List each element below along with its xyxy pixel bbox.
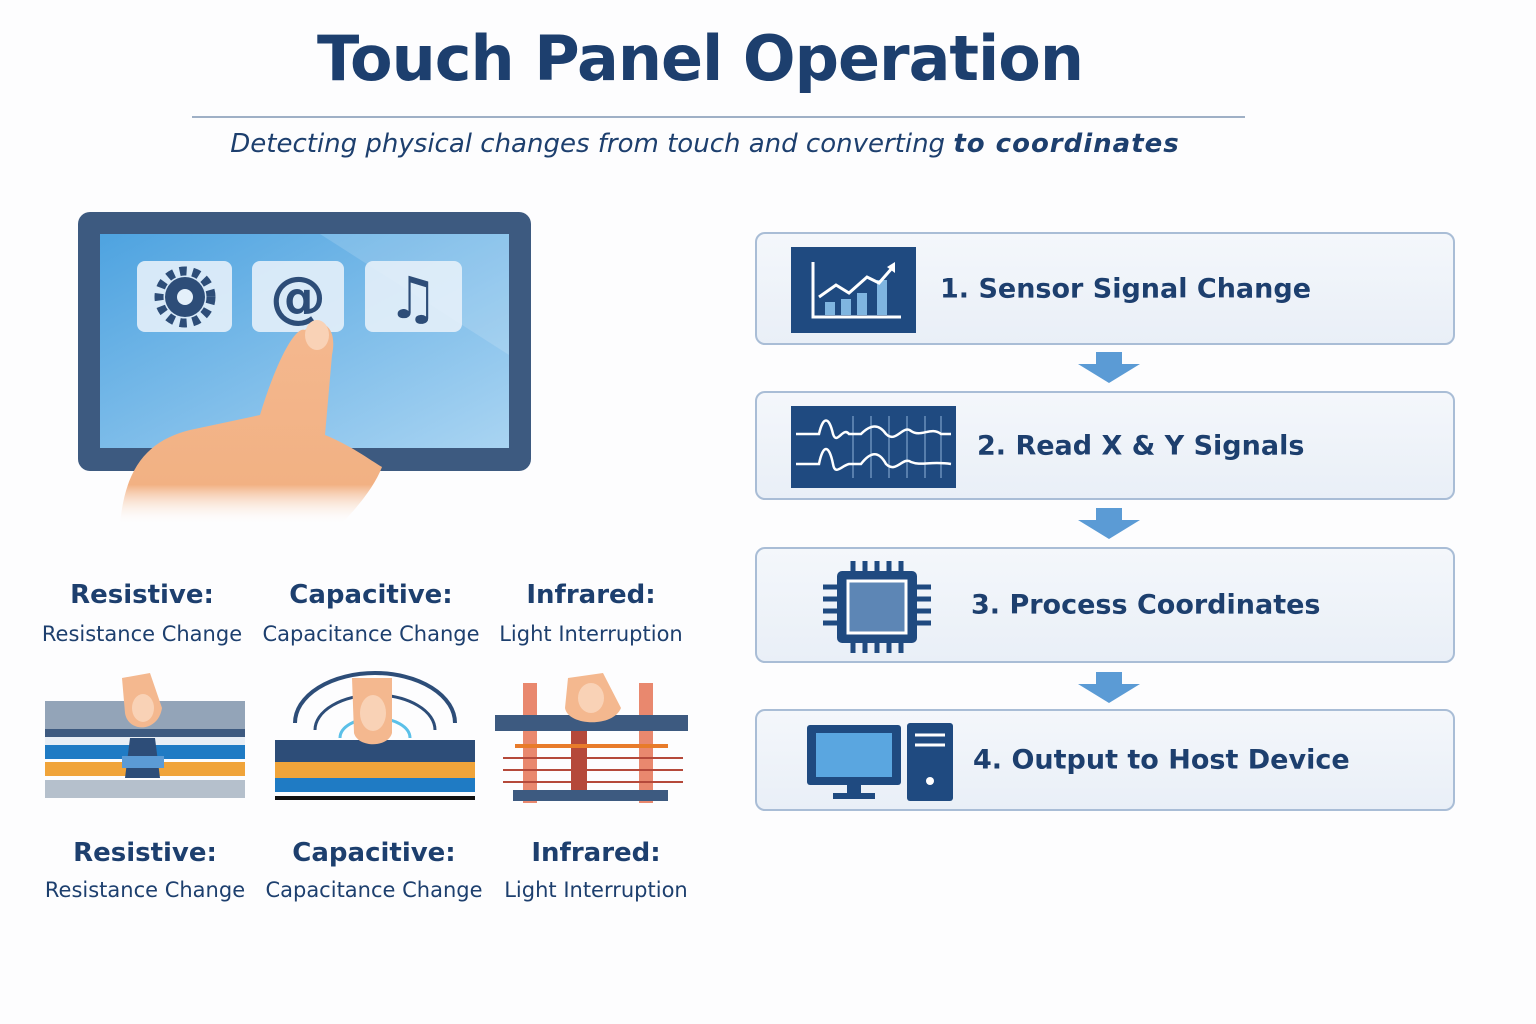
- subtitle: Detecting physical changes from touch an…: [0, 129, 1410, 159]
- step-read-xy-signals: 2. Read X & Y Signals: [755, 391, 1455, 500]
- tech-capacitive-detail: Capacitance Change: [262, 622, 480, 646]
- waveform-icon: [791, 406, 956, 488]
- step-3-label: 3. Process Coordinates: [971, 589, 1321, 621]
- subtitle-emphasis: to coordinates: [953, 129, 1180, 159]
- tech-capacitive-detail-2: Capacitance Change: [265, 878, 483, 902]
- chip-icon: [823, 561, 931, 653]
- tech-capacitive-title-2: Capacitive:: [292, 838, 456, 868]
- title-divider: [192, 116, 1245, 118]
- step-2-label: 2. Read X & Y Signals: [977, 430, 1305, 461]
- page-title: Touch Panel Operation: [316, 22, 1084, 95]
- music-note-icon: ♫: [365, 261, 462, 332]
- gear-icon: [137, 261, 232, 332]
- step-4-label: 4. Output to Host Device: [973, 744, 1350, 776]
- capacitive-layers-illustration: [275, 671, 475, 800]
- tech-infrared-detail: Light Interruption: [499, 622, 683, 646]
- svg-text:♫: ♫: [387, 264, 439, 332]
- arrow-down-icon: [1078, 508, 1140, 539]
- resistive-layers-illustration: [45, 673, 245, 798]
- step-1-label: 1. Sensor Signal Change: [940, 273, 1311, 304]
- tech-resistive-detail-2: Resistance Change: [44, 878, 246, 902]
- tech-resistive-detail: Resistance Change: [41, 622, 243, 646]
- arrow-down-icon: [1078, 352, 1140, 383]
- computer-icon: [807, 723, 953, 801]
- step-output-to-host: 4. Output to Host Device: [755, 709, 1455, 811]
- tech-infrared-title: Infrared:: [526, 580, 656, 610]
- chart-icon: [791, 247, 916, 333]
- infrared-grid-illustration: [495, 673, 688, 803]
- hand-icon: [120, 320, 382, 525]
- tech-capacitive-title: Capacitive:: [289, 580, 453, 610]
- tech-resistive-title: Resistive:: [70, 580, 214, 610]
- subtitle-main: Detecting physical changes from touch an…: [230, 129, 946, 159]
- step-sensor-signal-change: 1. Sensor Signal Change: [755, 232, 1455, 345]
- tech-infrared-detail-2: Light Interruption: [504, 878, 688, 902]
- arrow-down-icon: [1078, 672, 1140, 703]
- tech-infrared-title-2: Infrared:: [531, 838, 661, 868]
- svg-text:@: @: [270, 265, 326, 330]
- tablet-touch-illustration: @ ♫: [78, 212, 531, 525]
- at-sign-icon: @: [252, 261, 344, 332]
- tech-resistive-title-2: Resistive:: [73, 838, 217, 868]
- step-process-coordinates: 3. Process Coordinates: [755, 547, 1455, 663]
